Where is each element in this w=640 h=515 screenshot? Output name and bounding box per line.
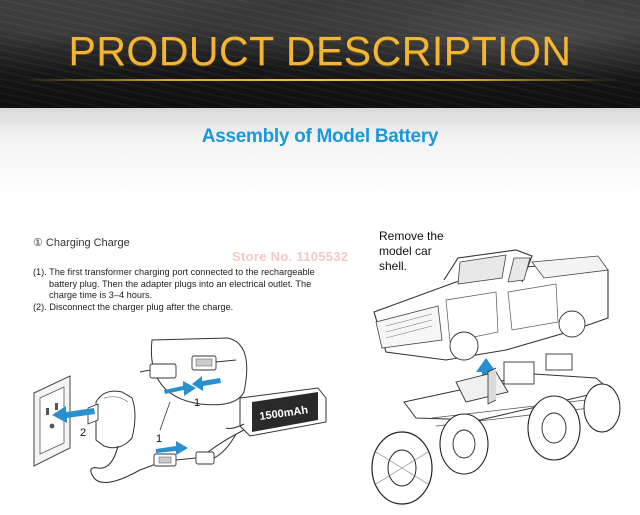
wheel-icon <box>372 432 432 504</box>
truck-chassis <box>404 354 610 426</box>
wheel-icon <box>440 414 488 474</box>
charger-adapter-icon <box>88 391 156 482</box>
crawler-truck-illustration <box>346 222 640 515</box>
callout-1-zoom: 1 <box>194 397 200 409</box>
plug-zoom-callout <box>140 338 247 405</box>
charging-diagram: 2 1 1500mAh 1 <box>0 0 346 515</box>
truck-shell <box>374 250 608 360</box>
wheel-icon <box>584 384 620 432</box>
callout-1: 1 <box>156 433 162 445</box>
callout-leader <box>160 402 170 430</box>
wheel-icon <box>528 396 580 460</box>
callout-2: 2 <box>80 427 86 439</box>
